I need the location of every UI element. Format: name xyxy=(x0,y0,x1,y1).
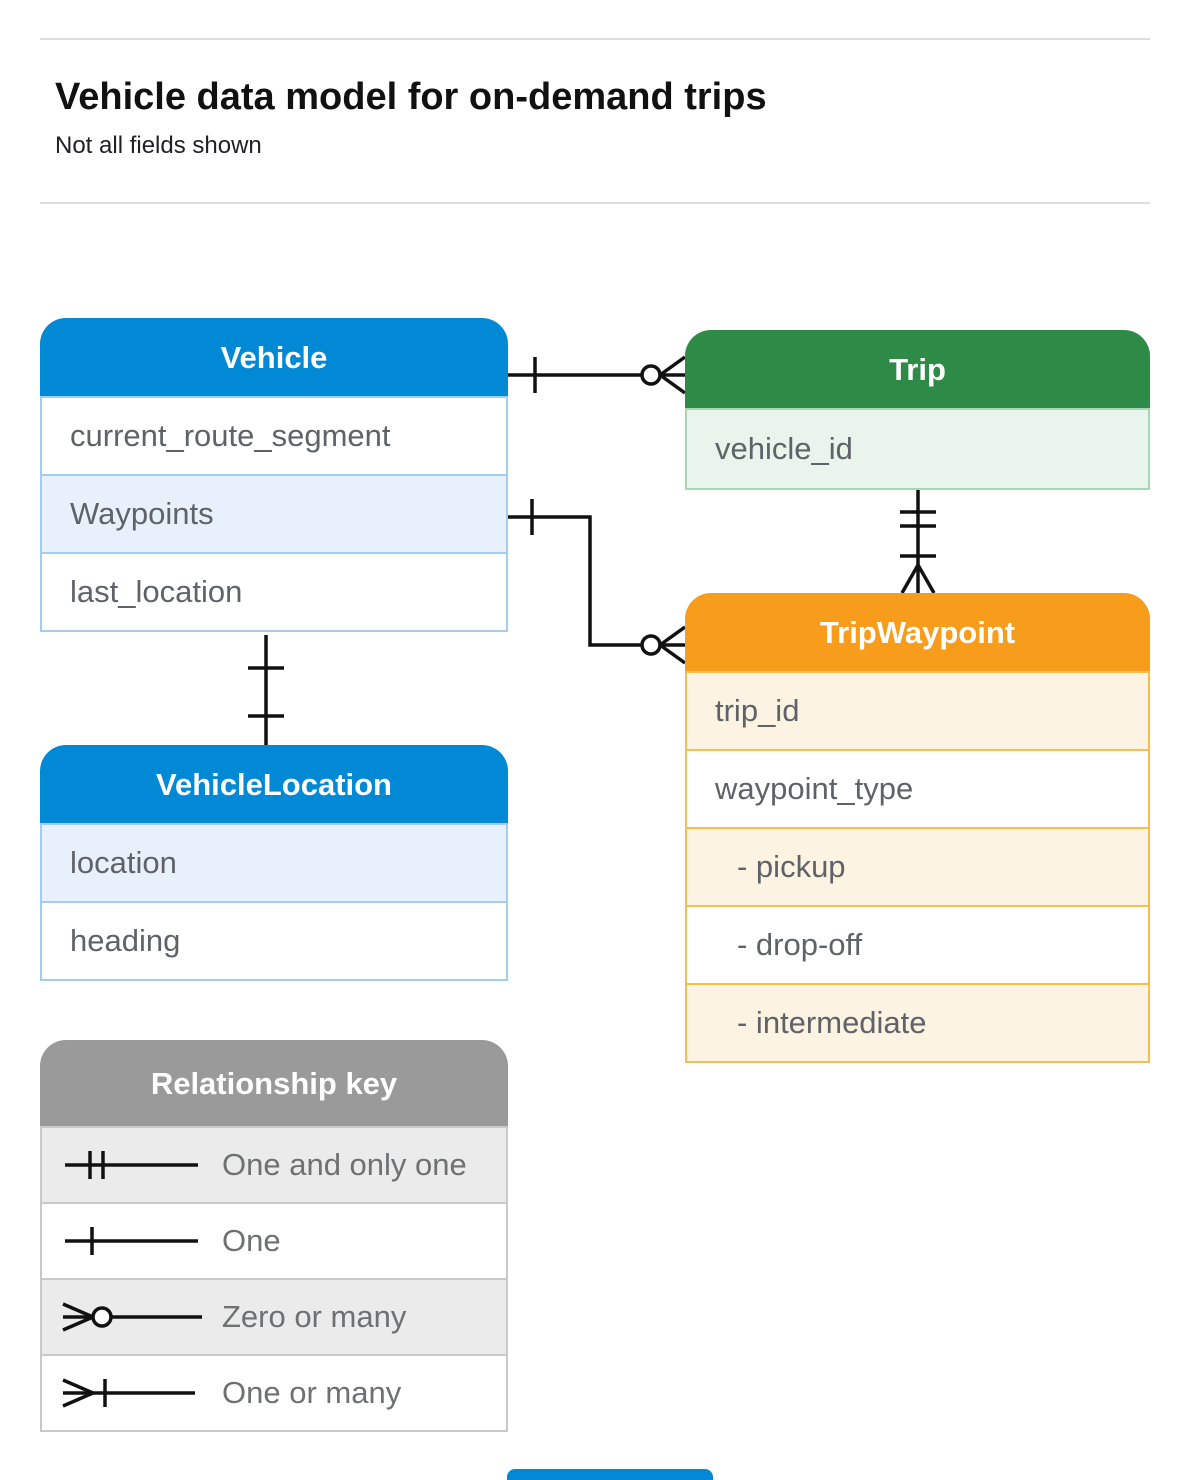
vehiclelocation-table-header: VehicleLocation xyxy=(40,745,508,825)
waypoints-tripwaypoint-connector xyxy=(508,499,685,663)
trip-table-header: Trip xyxy=(685,330,1150,410)
relationship-key: Relationship key One and only one One xyxy=(40,1040,508,1432)
vehiclelocation-field-heading: heading xyxy=(40,901,508,981)
trip-table: Trip vehicle_id xyxy=(685,330,1150,490)
tripwaypoint-field-waypoint-type: waypoint_type xyxy=(685,749,1150,829)
vehiclelocation-field-location: location xyxy=(40,823,508,903)
page-title: Vehicle data model for on-demand trips xyxy=(55,76,767,118)
legend-label: One and only one xyxy=(222,1147,467,1182)
tripwaypoint-value-drop-off: - drop-off xyxy=(685,905,1150,985)
relationship-key-header: Relationship key xyxy=(40,1040,508,1128)
one-icon xyxy=(42,1219,222,1263)
legend-label: One or many xyxy=(222,1375,402,1410)
vehicle-table-header: Vehicle xyxy=(40,318,508,398)
crow-foot-marker xyxy=(660,627,685,663)
vehicle-field-current-route-segment: current_route_segment xyxy=(40,396,508,476)
vehiclelocation-table: VehicleLocation location heading xyxy=(40,745,508,981)
legend-label: Zero or many xyxy=(222,1299,407,1334)
tripwaypoint-table-header: TripWaypoint xyxy=(685,593,1150,673)
legend-item-one-and-only-one: One and only one xyxy=(40,1126,508,1204)
crow-foot-marker xyxy=(660,357,685,393)
legend-label: One xyxy=(222,1223,281,1258)
vehicle-field-last-location: last_location xyxy=(40,552,508,632)
zero-or-many-icon xyxy=(42,1295,222,1339)
legend-item-one: One xyxy=(40,1202,508,1280)
page-subtitle: Not all fields shown xyxy=(55,132,262,159)
tripwaypoint-value-intermediate: - intermediate xyxy=(685,983,1150,1063)
trip-field-vehicle-id: vehicle_id xyxy=(685,408,1150,490)
one-and-only-one-icon xyxy=(42,1143,222,1187)
top-divider xyxy=(40,38,1150,40)
tripwaypoint-table: TripWaypoint trip_id waypoint_type - pic… xyxy=(685,593,1150,1063)
legend-item-zero-or-many: Zero or many xyxy=(40,1278,508,1356)
one-or-many-icon xyxy=(42,1371,222,1415)
zero-circle-marker xyxy=(642,366,660,384)
zero-circle-marker xyxy=(642,636,660,654)
vehicle-table: Vehicle current_route_segment Waypoints … xyxy=(40,318,508,632)
vehicle-vehiclelocation-connector xyxy=(248,635,284,745)
trip-tripwaypoint-connector xyxy=(900,490,936,593)
vehicle-trip-connector xyxy=(508,357,685,393)
header-divider xyxy=(40,202,1150,204)
vehicle-field-waypoints: Waypoints xyxy=(40,474,508,554)
tripwaypoint-field-trip-id: trip_id xyxy=(685,671,1150,751)
legend-item-one-or-many: One or many xyxy=(40,1354,508,1432)
tripwaypoint-value-pickup: - pickup xyxy=(685,827,1150,907)
cropped-table-header-stub xyxy=(507,1469,713,1480)
crow-foot-marker xyxy=(902,565,934,593)
